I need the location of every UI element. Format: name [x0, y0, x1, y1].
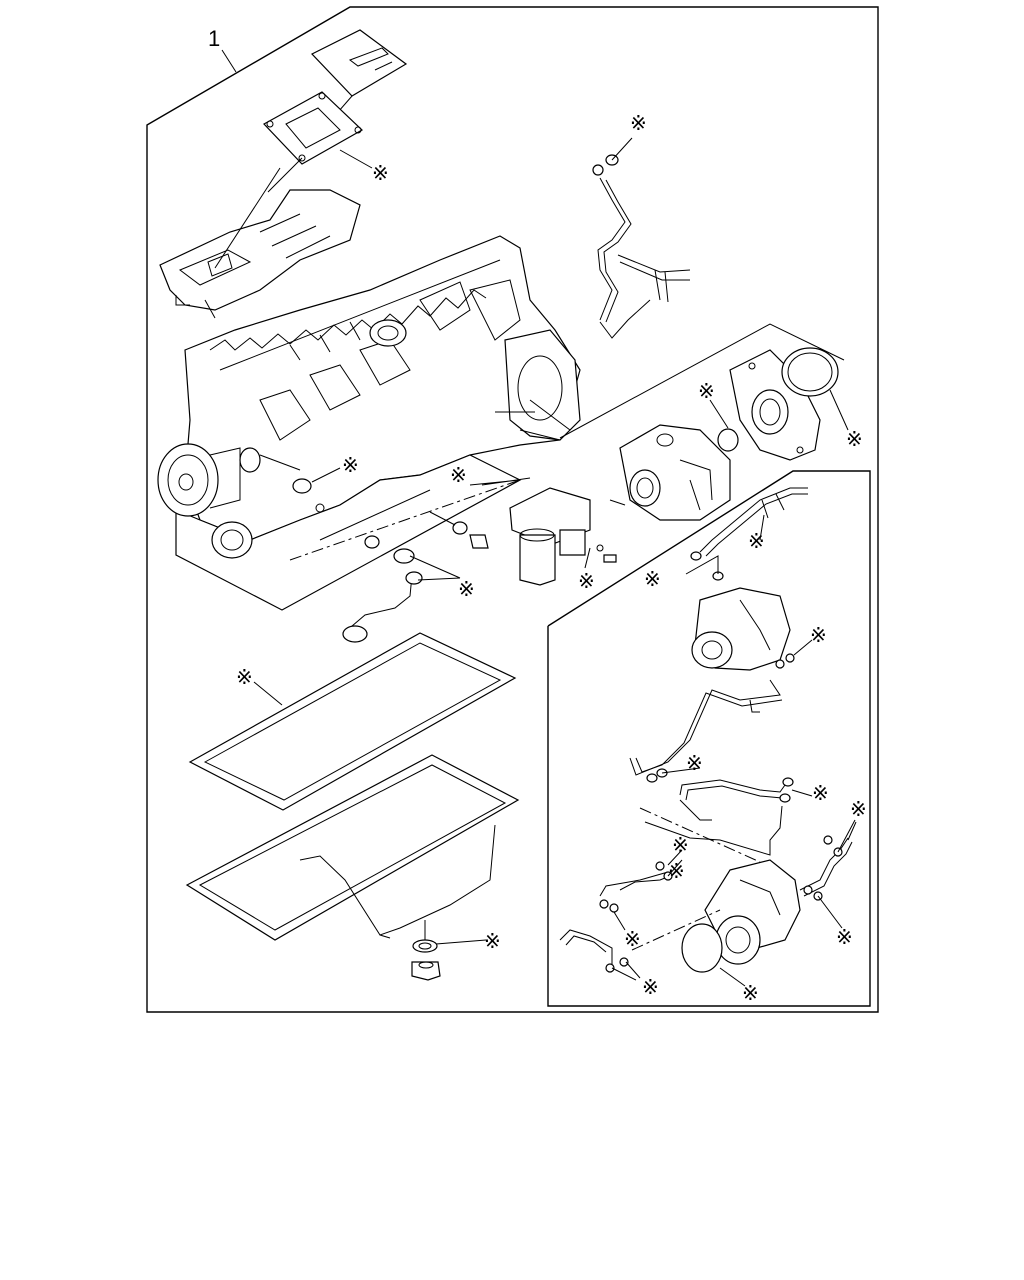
kit-marker-inset-4: ※ [812, 781, 829, 805]
turbo-oil-drain [629, 679, 783, 776]
pump-adapter-plate [717, 347, 839, 461]
kit-marker-inset-8: ※ [642, 975, 659, 999]
turbo-oil-line-top [690, 487, 808, 581]
kit-marker-pan-gasket: ※ [236, 665, 253, 689]
kit-marker-inset-7: ※ [624, 927, 641, 951]
flywheel-housing [504, 329, 581, 441]
turbocharger [691, 587, 795, 671]
kit-marker-injection: ※ [630, 111, 647, 135]
item-number: 1 [208, 26, 220, 51]
kit-marker-inset-3: ※ [686, 751, 703, 775]
oil-pan-gasket [188, 632, 517, 811]
kit-marker-oil-pipe: ※ [458, 577, 475, 601]
kit-marker-inset-1: ※ [748, 529, 765, 553]
kit-marker-front-seal: ※ [342, 453, 359, 477]
kit-marker-plate: ※ [846, 427, 863, 451]
kit-marker-turbo: ※ [810, 623, 827, 647]
kit-marker-center: ※ [450, 463, 467, 487]
kit-marker-inset-9: ※ [850, 797, 867, 821]
inset-return-pipes [646, 768, 794, 821]
drain-plug [411, 939, 441, 981]
kit-marker-inset-11: ※ [742, 981, 759, 1005]
kit-marker-drain: ※ [484, 929, 501, 953]
crankcase [175, 454, 522, 611]
kit-marker-inset-2: ※ [644, 567, 661, 591]
oil-feed-pipe [342, 535, 423, 643]
fuel-filter [509, 487, 617, 586]
kit-marker-gasket: ※ [372, 161, 389, 185]
inset-frame [547, 470, 871, 1007]
center-fittings [429, 511, 489, 549]
injection-lines [592, 154, 691, 339]
kit-outline [146, 6, 879, 1013]
kit-marker-inset-5: ※ [672, 833, 689, 857]
kit-marker-inset-10: ※ [836, 925, 853, 949]
kit-marker-filter: ※ [578, 569, 595, 593]
lower-pump-assembly [681, 859, 801, 973]
intake-manifold [159, 189, 361, 319]
crank-pulley [157, 443, 241, 517]
valve-cover-plate [311, 29, 408, 97]
oil-pan [185, 754, 520, 941]
kit-marker-inset-6: ※ [668, 859, 685, 883]
intake-gasket-plate [263, 91, 364, 165]
item-leader [221, 49, 237, 73]
injection-pump [609, 424, 731, 521]
front-seal [239, 447, 341, 513]
kit-marker-oring: ※ [698, 379, 715, 403]
